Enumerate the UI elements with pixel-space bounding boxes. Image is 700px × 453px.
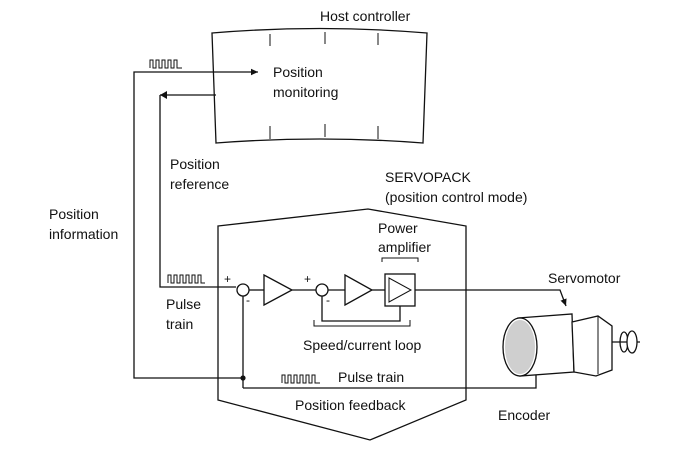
servomotor-drawing (502, 313, 640, 377)
pulse-train-label-line2: train (166, 316, 193, 332)
position-monitoring-label-line2: monitoring (273, 84, 338, 100)
position-plus-sign: + (224, 272, 231, 286)
position-reference-label-line1: Position (170, 156, 220, 172)
power-amplifier-box (384, 273, 416, 307)
position-information-path (133, 59, 258, 379)
pulse-waveform-reference (167, 274, 205, 284)
position-feedback-label: Position feedback (295, 397, 407, 413)
servopack-label: SERVOPACK (385, 169, 472, 185)
speed-current-loop-label: Speed/current loop (303, 337, 422, 353)
position-information-label-line2: information (49, 226, 118, 242)
encoder-label: Encoder (498, 407, 550, 423)
host-controller-label: Host controller (320, 8, 411, 24)
position-reference-path (159, 91, 236, 288)
host-controller-block (211, 27, 428, 144)
position-monitoring-label-line1: Position (273, 64, 323, 80)
speed-current-loop-path (321, 296, 401, 322)
power-amplifier-bracket (381, 257, 419, 262)
power-amplifier-label-line2: amplifier (378, 239, 431, 255)
motor-drive-line (415, 289, 567, 307)
servopack-mode-label: (position control mode) (385, 189, 527, 205)
position-minus-sign: - (246, 293, 250, 307)
servopack-block (217, 208, 467, 441)
pulse-waveform-top (149, 59, 182, 69)
speed-minus-sign: - (326, 293, 330, 307)
servomotor-label: Servomotor (548, 270, 621, 286)
position-amplifier-triangle (263, 273, 294, 307)
pulse-train-feedback-label: Pulse train (338, 369, 404, 385)
position-reference-label-line2: reference (170, 176, 229, 192)
position-information-label-line1: Position (49, 206, 99, 222)
speed-amplifier-triangle (344, 273, 374, 307)
power-amplifier-label-line1: Power (378, 220, 418, 236)
speed-plus-sign: + (304, 272, 311, 286)
pulse-waveform-feedback (281, 374, 320, 384)
pulse-train-label-line1: Pulse (166, 296, 201, 312)
